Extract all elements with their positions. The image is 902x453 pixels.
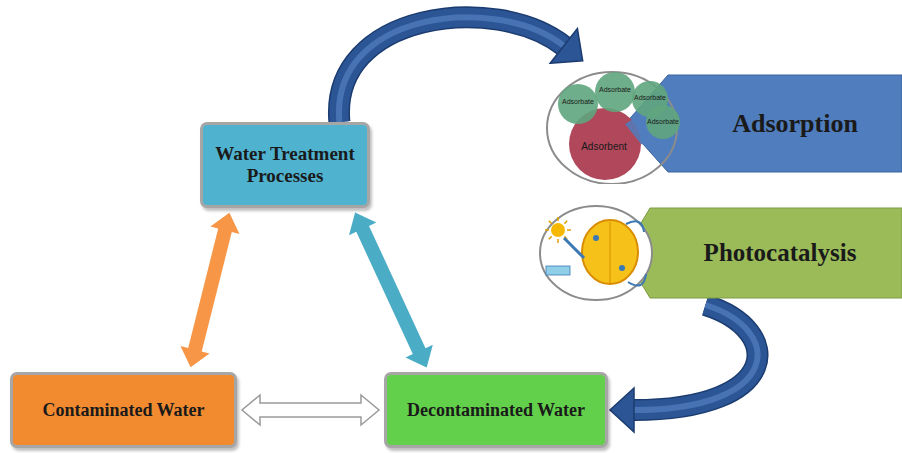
curved-arrow — [339, 17, 564, 122]
band-text-area: Adsorption — [695, 75, 895, 172]
curved-arrow-shine — [634, 305, 758, 410]
adsorbate-circle — [558, 84, 598, 124]
adsorbate-label: Adsorbate — [562, 98, 594, 105]
adsorbate-label: Adsorbate — [634, 94, 666, 101]
connector — [242, 395, 379, 425]
water-box: Decontaminated Water — [384, 372, 608, 448]
connector — [610, 305, 758, 432]
sun-ray — [557, 217, 559, 221]
method-banner: Photocatalysis — [538, 200, 902, 305]
reaction-arrow — [628, 274, 646, 286]
arrow-head — [610, 388, 634, 432]
illustration-ring — [540, 206, 652, 300]
double-arrow — [349, 213, 433, 368]
process-box: Water Treatment Processes — [200, 122, 370, 208]
connector — [180, 213, 239, 367]
sun-ray — [549, 236, 552, 239]
sun-ray — [545, 229, 549, 231]
sun-ray — [549, 221, 552, 224]
sun-ray — [557, 239, 559, 243]
electron-dot — [593, 235, 599, 241]
small-panel — [546, 266, 570, 275]
adsorbate-label: Adsorbate — [647, 118, 679, 125]
method-band — [623, 208, 902, 298]
band-divider — [610, 222, 611, 283]
sun-ray — [564, 221, 567, 224]
water-box: Contaminated Water — [10, 372, 237, 448]
connector — [339, 17, 583, 122]
node-label: Water Treatment Processes — [213, 143, 357, 187]
double-arrow — [242, 395, 379, 425]
band-text-area: Photocatalysis — [660, 208, 900, 298]
catalyst-particle — [582, 220, 638, 284]
method-banner: Adsorption — [545, 62, 902, 184]
hole-dot — [619, 265, 625, 271]
connector — [349, 213, 433, 368]
adsorbate-circle — [646, 105, 680, 139]
adsorbate-label: Adsorbate — [599, 86, 631, 93]
node-label: Decontaminated Water — [407, 400, 585, 421]
sun-icon — [551, 223, 565, 237]
node-label: Photocatalysis — [704, 239, 857, 268]
curved-arrow-outline — [634, 305, 758, 410]
adsorbate-circle — [595, 72, 635, 112]
adsorbent-label: Adsorbent — [581, 141, 627, 152]
curved-arrow-shine — [339, 17, 564, 122]
node-label: Contaminated Water — [42, 400, 204, 421]
node-label: Adsorption — [732, 109, 858, 139]
arrow-head — [550, 29, 583, 64]
reaction-arrow — [626, 221, 644, 232]
curved-arrow — [634, 305, 758, 410]
light-arrow — [564, 238, 584, 258]
sun-ray — [567, 229, 571, 231]
double-arrow — [180, 213, 239, 367]
curved-arrow-outline — [339, 17, 564, 122]
